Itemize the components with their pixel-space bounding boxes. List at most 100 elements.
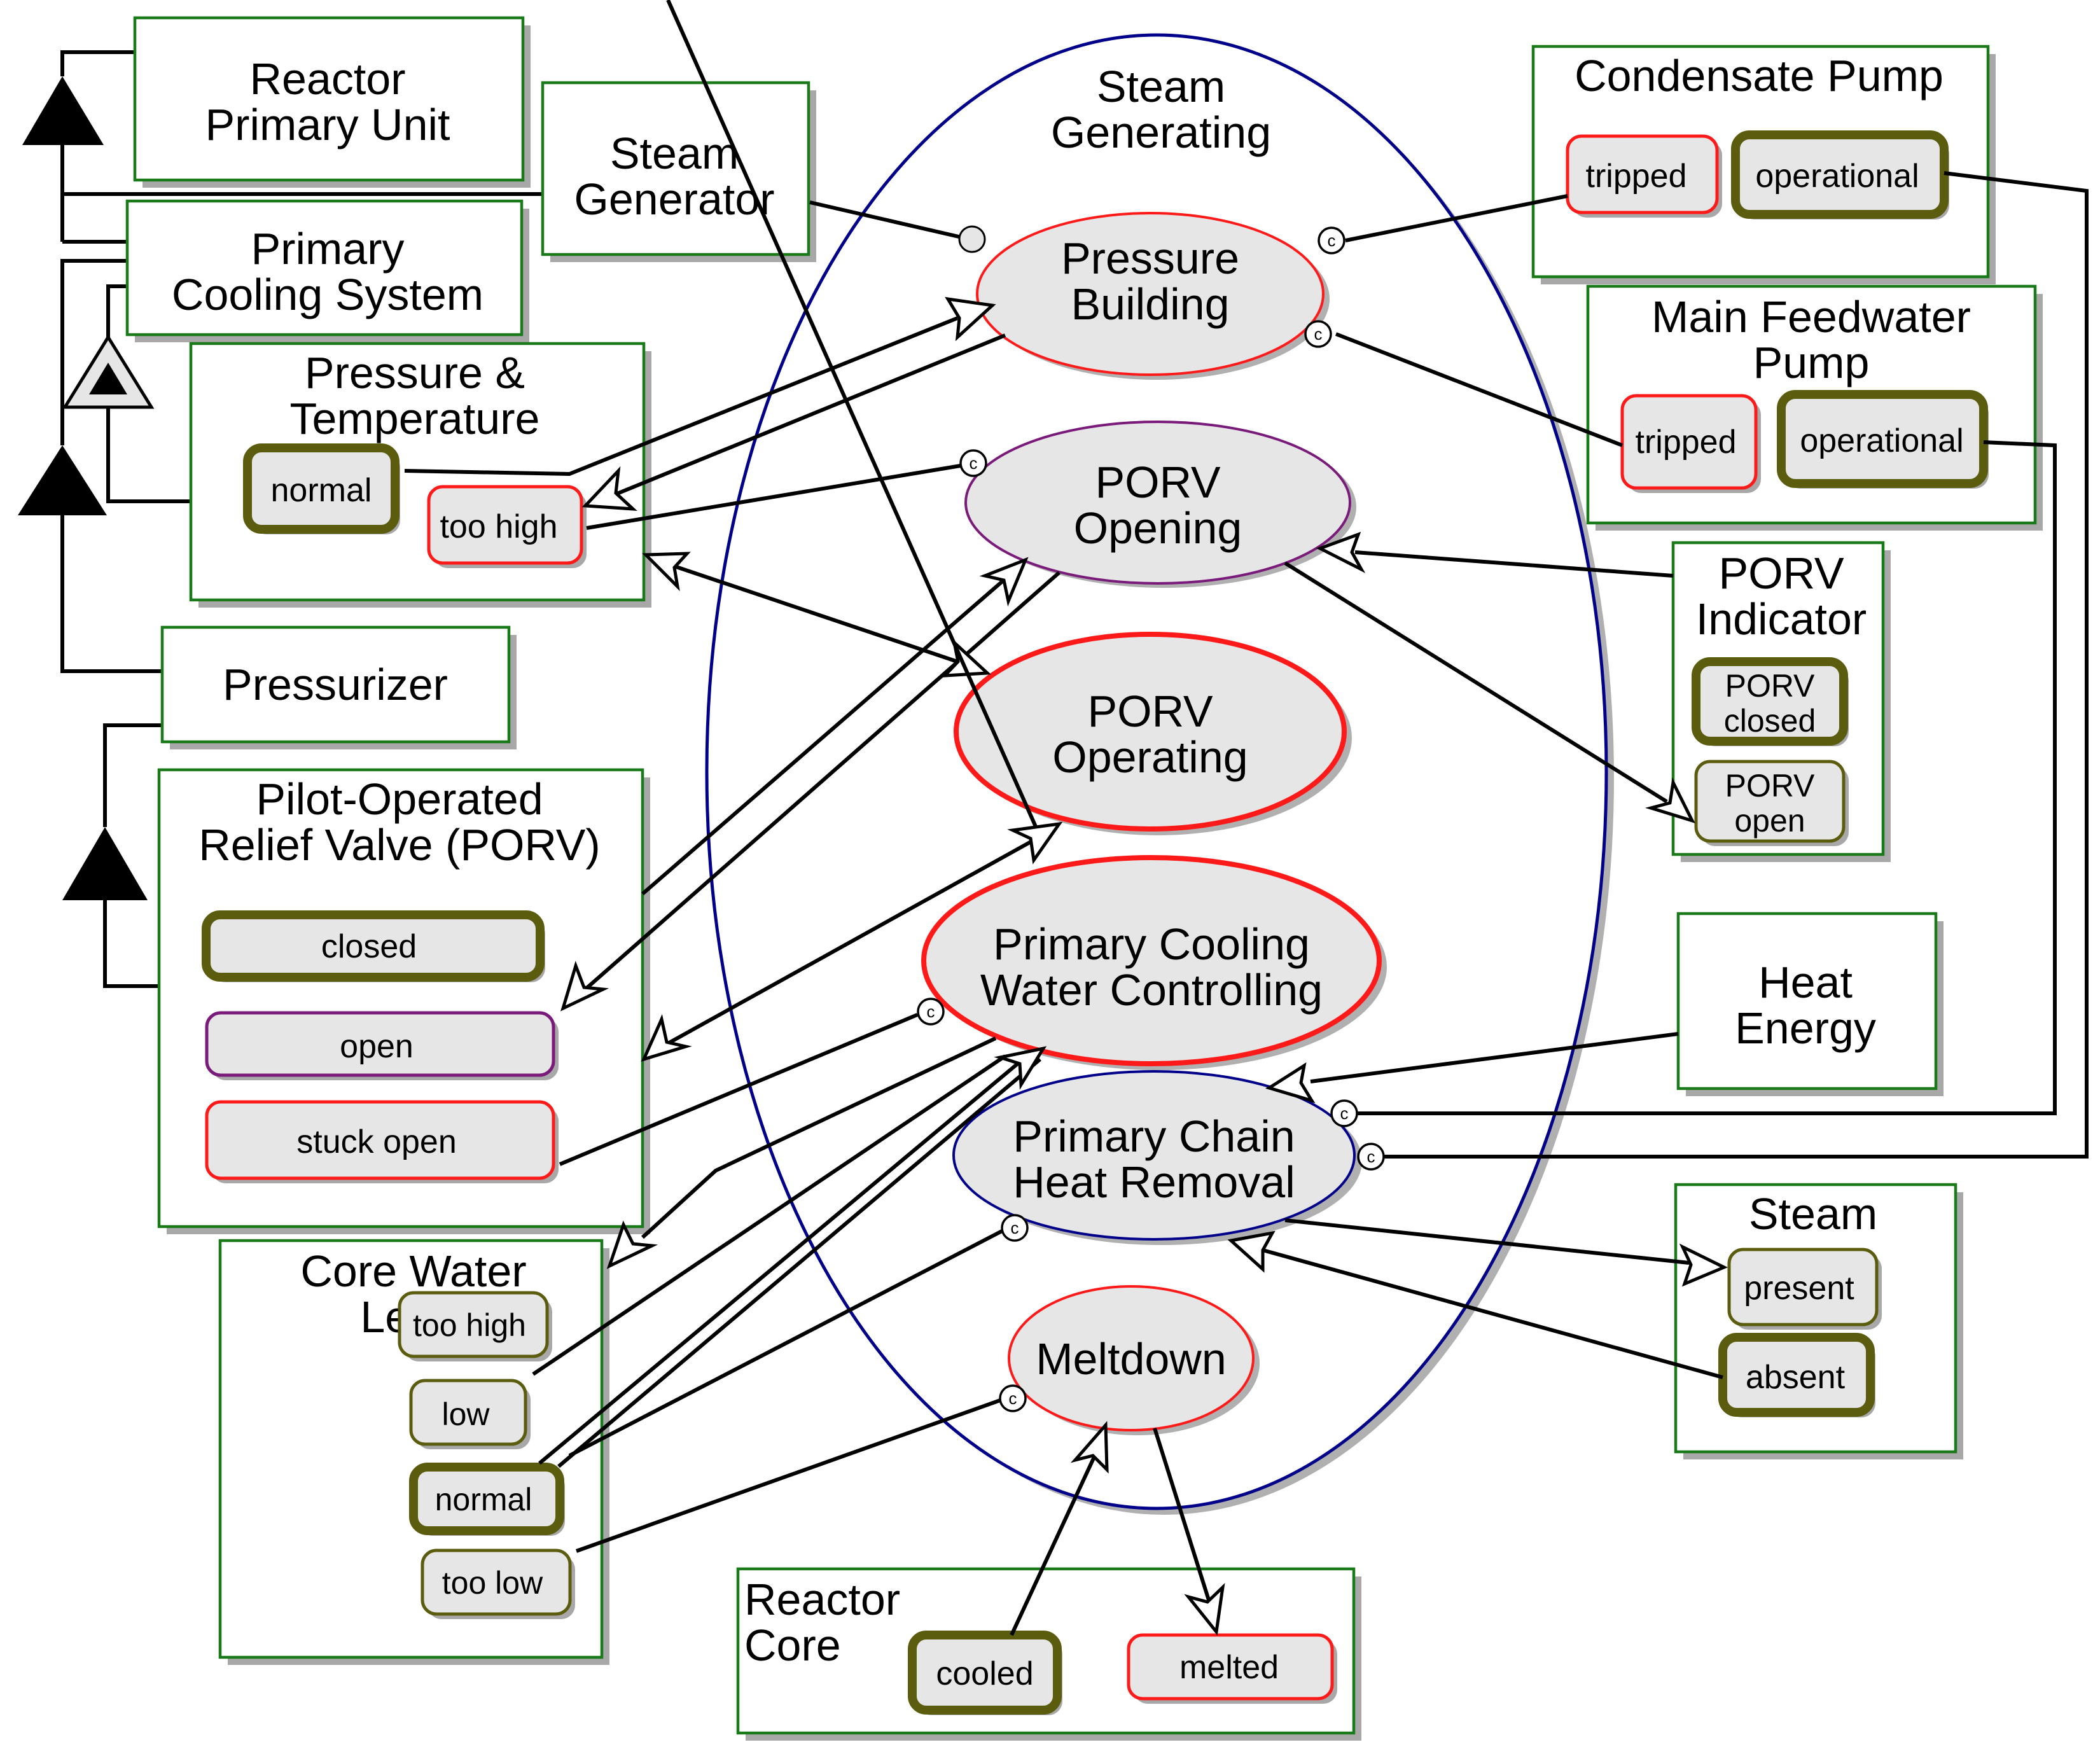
- process-label: Operating: [1052, 732, 1248, 782]
- svg-text:c: c: [1340, 1104, 1349, 1123]
- state-low[interactable]: low: [409, 1379, 531, 1449]
- process-label: PORV: [1087, 686, 1213, 736]
- process-label: Pressure: [1061, 233, 1239, 283]
- arrow-head: [606, 1220, 658, 1269]
- condition-marker: c: [1357, 1143, 1385, 1171]
- object-pressure-temperature[interactable]: Pressure & Temperature normal too high: [189, 342, 651, 608]
- state-absent[interactable]: absent: [1718, 1333, 1875, 1417]
- arrow-head: [1007, 821, 1063, 865]
- object-label: Main Feedwater: [1651, 292, 1971, 342]
- condition-marker: c: [1330, 1099, 1358, 1127]
- object-primary-cooling-system[interactable]: Primary Cooling System: [125, 199, 529, 342]
- aggregation-triangle: [22, 76, 104, 145]
- condition-marker: c: [917, 998, 945, 1026]
- arrow-head: [1316, 531, 1366, 573]
- process-label: Steam: [1097, 62, 1225, 111]
- process-porv-opening[interactable]: PORV Opening: [964, 421, 1356, 588]
- svg-text:c: c: [1314, 324, 1323, 344]
- object-label: Relief Valve (PORV): [198, 820, 601, 870]
- object-reactor-primary-unit[interactable]: Reactor Primary Unit: [133, 16, 531, 188]
- object-label: Reactor: [249, 54, 405, 104]
- state-closed[interactable]: closed: [202, 910, 545, 982]
- arrow-head: [940, 637, 992, 678]
- svg-text:c: c: [927, 1002, 935, 1021]
- object-label: Heat: [1758, 957, 1853, 1007]
- process-primary-chain-heat-removal[interactable]: Primary Chain Heat Removal: [952, 1070, 1362, 1245]
- process-label: Water Controlling: [980, 965, 1323, 1015]
- object-porv[interactable]: Pilot-Operated Relief Valve (PORV) close…: [157, 768, 650, 1234]
- object-label: Pilot-Operated: [256, 774, 543, 824]
- svg-text:c: c: [1328, 231, 1336, 250]
- arrow-head: [994, 1046, 1047, 1090]
- condition-marker: c: [999, 1384, 1027, 1412]
- object-condensate-pump[interactable]: Condensate Pump tripped operational: [1531, 45, 1996, 284]
- state-present[interactable]: present: [1727, 1248, 1882, 1330]
- state-open[interactable]: open: [205, 1011, 559, 1080]
- state-operational[interactable]: operational: [1777, 390, 1989, 489]
- state-label: absent: [1746, 1359, 1846, 1396]
- svg-text:c: c: [1367, 1147, 1375, 1166]
- object-label: Steam: [610, 129, 739, 178]
- state-operational[interactable]: operational: [1731, 130, 1949, 219]
- object-core-water-level[interactable]: Core Water Level too high low normal too…: [218, 1239, 609, 1665]
- state-label: normal: [435, 1482, 532, 1517]
- object-label: Core: [744, 1620, 841, 1670]
- state-too-high[interactable]: too high: [398, 1291, 552, 1361]
- state-label: too high: [413, 1307, 526, 1343]
- state-tripped[interactable]: tripped: [1566, 134, 1722, 218]
- arrow-head: [1227, 1230, 1276, 1273]
- arrow-head: [1265, 1062, 1316, 1104]
- structure-links: [18, 50, 545, 988]
- aggregation-triangle: [18, 445, 107, 515]
- process-label: Primary Cooling: [993, 919, 1310, 969]
- state-label: cooled: [936, 1655, 1033, 1692]
- state-label: melted: [1179, 1649, 1279, 1686]
- process-label: Primary Chain: [1013, 1111, 1295, 1161]
- state-porv-closed[interactable]: PORV closed: [1692, 657, 1849, 746]
- object-porv-indicator[interactable]: PORV Indicator PORV closed PORV open: [1671, 541, 1891, 862]
- object-heat-energy[interactable]: Heat Energy: [1676, 912, 1944, 1096]
- arrow-head: [1679, 1243, 1728, 1287]
- state-label: too high: [440, 508, 557, 545]
- state-label: open: [340, 1028, 414, 1065]
- state-tripped[interactable]: tripped: [1620, 394, 1761, 493]
- process-label: Generating: [1051, 108, 1271, 157]
- process-primary-cooling-water-controlling[interactable]: Primary Cooling Water Controlling: [921, 855, 1387, 1070]
- state-label: too low: [442, 1565, 543, 1601]
- object-pressurizer[interactable]: Pressurizer: [160, 625, 517, 749]
- state-label: low: [442, 1396, 490, 1432]
- process-pressure-building[interactable]: Pressure Building: [976, 212, 1330, 380]
- state-label: tripped: [1636, 424, 1737, 461]
- state-normal[interactable]: normal: [243, 443, 400, 534]
- state-label: open: [1734, 803, 1805, 839]
- state-label: operational: [1800, 422, 1963, 459]
- object-steam-generator[interactable]: Steam Generator: [541, 81, 816, 262]
- arrow-head: [581, 466, 637, 511]
- arrow-head: [642, 552, 691, 592]
- state-label: present: [1744, 1270, 1854, 1307]
- condition-marker: c: [1318, 226, 1346, 254]
- process-label: Opening: [1074, 503, 1242, 553]
- arrow-head: [945, 296, 996, 342]
- object-label: Energy: [1735, 1003, 1876, 1053]
- object-steam[interactable]: Steam present absent: [1674, 1183, 1963, 1459]
- state-too-high[interactable]: too high: [427, 485, 587, 568]
- state-stuck-open[interactable]: stuck open: [205, 1100, 559, 1183]
- state-label: operational: [1755, 158, 1919, 195]
- state-too-low[interactable]: too low: [421, 1549, 575, 1619]
- state-label: PORV: [1725, 668, 1815, 704]
- object-main-feedwater-pump[interactable]: Main Feedwater Pump tripped operational: [1586, 284, 2043, 531]
- state-porv-open[interactable]: PORV open: [1694, 760, 1849, 846]
- process-label: Meltdown: [1036, 1334, 1227, 1384]
- arrow-head: [641, 1014, 692, 1062]
- state-normal[interactable]: normal: [409, 1463, 565, 1536]
- state-label: closed: [321, 928, 417, 965]
- object-label: Core Water: [300, 1246, 526, 1296]
- state-cooled[interactable]: cooled: [908, 1631, 1062, 1715]
- state-melted[interactable]: melted: [1127, 1633, 1337, 1704]
- process-meltdown[interactable]: Meltdown: [1008, 1285, 1260, 1435]
- process-porv-operating[interactable]: PORV Operating: [954, 632, 1352, 835]
- object-reactor-core[interactable]: Reactor Core cooled melted: [736, 1567, 1361, 1741]
- arrow-head: [1645, 777, 1695, 824]
- object-label: Primary Unit: [205, 100, 450, 150]
